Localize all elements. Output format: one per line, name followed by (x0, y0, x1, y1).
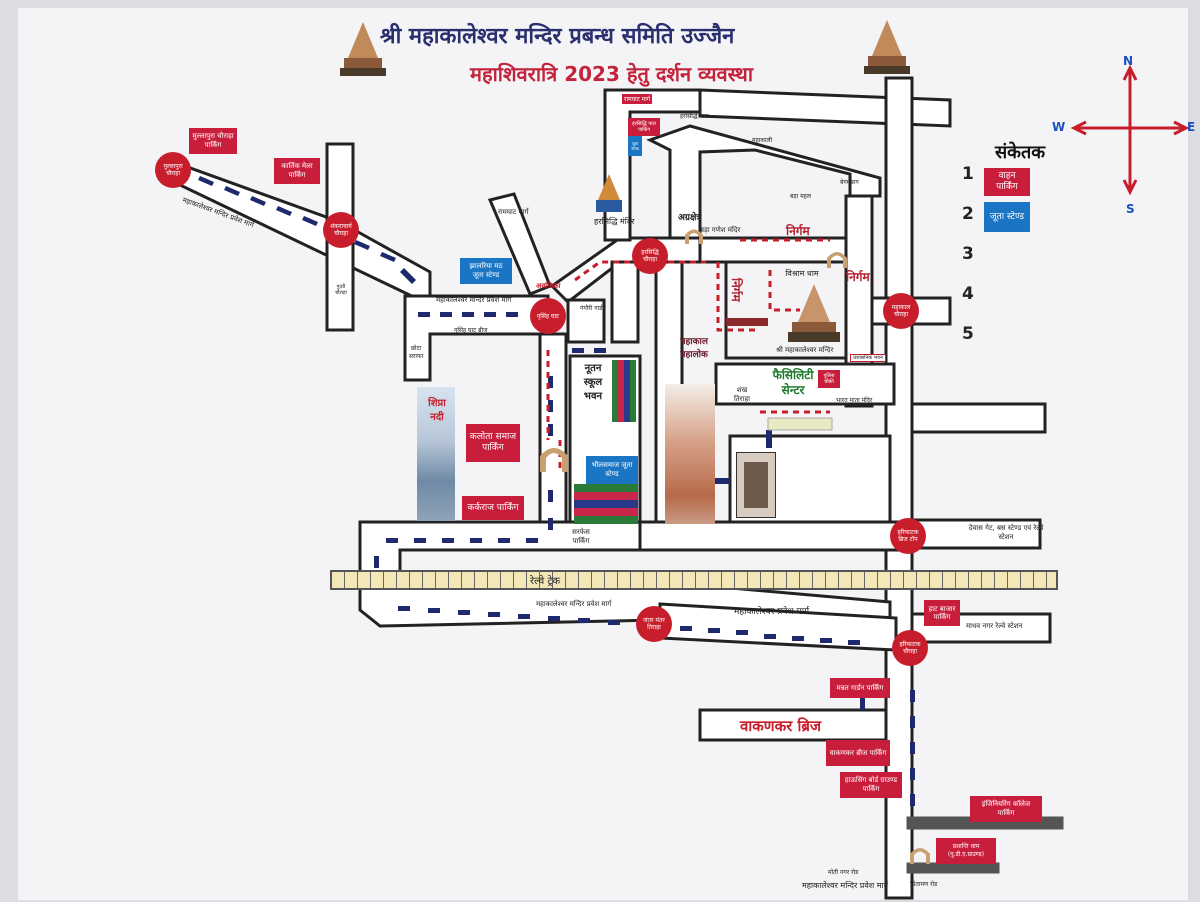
label-shankh-dwar: शंख तिराहा (733, 386, 750, 403)
legend-num-2: 2 (962, 204, 974, 224)
legend-title: संकेतक (995, 142, 1046, 163)
temple-icon-right (862, 18, 912, 80)
label-harsiddhi-pal: हरसिद्धि पाल (680, 113, 709, 120)
legend-num-4: 4 (962, 284, 974, 304)
label-ramghat-marg-top: रामघाट मार्ग (622, 94, 653, 104)
harsiddhi-temple-icon (596, 174, 622, 212)
prashanti-gate-icon (910, 848, 930, 864)
compass-arrows-icon (1070, 64, 1190, 196)
parking-mannat-garden: मन्नत गार्डन पार्किंग (830, 678, 890, 698)
stand-jhalariya-math: झालरिया मठ जूता स्टेण्ड (460, 258, 512, 284)
compass-south: S (1126, 202, 1135, 216)
label-nrusingh-bridge: नृसिंह घाट ब्रीज (454, 327, 488, 334)
compass-north: N (1123, 54, 1134, 68)
label-nirgam-3: निर्गम (729, 278, 743, 302)
label-ramghat-marg: रामघाट मार्ग (498, 208, 529, 216)
label-dewas-gate: देवास गेट, बस स्टेण्ड एवं रेल्वे स्टेशन (968, 524, 1044, 541)
shipra-river-image (417, 387, 455, 521)
legend-parking-swatch: वाहन पार्किंग (984, 168, 1030, 196)
label-pravesh-marg-1: महाकालेश्वर मन्दिर प्रवेश मार्ग (436, 296, 512, 304)
parking-kalota-samaj: कलोता समाज पार्किंग (466, 424, 520, 462)
parking-prashanti-dham: प्रशान्ति धाम (पु.डी.ए.ग्राउण्ड) (936, 838, 996, 864)
label-bharat-mata: भारत माता मंदिर (836, 397, 873, 404)
compass-east: E (1187, 120, 1196, 134)
chauraha-mullapura: मुल्लापुरा चौराहा (155, 152, 191, 188)
label-prashasnik-bhavan: प्रशासनिक भवन (850, 354, 886, 362)
vertical-stand-stripes (612, 360, 636, 422)
parking-karkraj: कर्कराज पार्किंग (462, 496, 524, 520)
parking-engineering-college: इंजिनियरिंग कॉलेज पार्किंग (970, 796, 1042, 822)
label-pravesh-marg-3: महाकालेश्वर मन्दिर प्रवेश मार्ग (536, 600, 612, 608)
label-mahakal-mahalok: महाकाल महालोक (680, 337, 708, 360)
label-gangaur-ghat: गंगौरी गार्डन (580, 305, 606, 312)
compass-west: W (1052, 120, 1066, 134)
shipra-label: शिप्रा नदी (428, 398, 446, 423)
label-pravesh-marg-5: महाकालेश्वर मन्दिर प्रवेश मार्ग (802, 881, 889, 890)
parking-wakankar-bridge: वाकणकर ब्रीज पार्किंग (826, 740, 890, 766)
railway-track (330, 570, 1058, 590)
stand-bhil-samaj: भीलसमाज जूता स्टेण्ड (586, 456, 638, 484)
legend-num-3: 3 (962, 244, 974, 264)
legend-num-5: 5 (962, 324, 974, 344)
label-agrakshetra: अग्रक्षेत्र (678, 213, 702, 223)
label-nirgam-1: निर्गम (786, 224, 810, 238)
label-chhota-sarafa: छोटा सराफा (408, 345, 424, 360)
label-bada-mahal: बड़ा महल (790, 193, 811, 200)
surface-parking-stripes (574, 484, 638, 524)
label-wakankar-bridge: वाकणकर ब्रिज (740, 717, 822, 735)
label-vishram-dham: विश्राम धाम (785, 269, 819, 278)
label-harsiddhi-mandir: हरसिद्धि मंदिर (594, 217, 635, 226)
page-title: श्री महाकालेश्वर मन्दिर प्रबन्ध समिति उज… (380, 24, 735, 49)
parking-haat-bazar: हाट बाजार पार्किंग (924, 600, 960, 626)
railway-track-label: रेल्वे ट्रेक (530, 576, 561, 587)
parking-housing-board: हाऊसिंग बोर्ड ग्राउण्ड पार्किंग (840, 772, 902, 798)
chauraha-harsiddhi: हरसिद्धि चौराहा (632, 238, 668, 274)
label-bada-ganesh: बड़ा गणेश मंदिर (700, 226, 741, 234)
label-nutan-school: नूतन स्कूल भवन (583, 363, 603, 402)
label-surface-parking: सरफेस पार्किंग (572, 528, 590, 545)
chauraha-harifatak-bridge: हरिफाटक ब्रिज टॉप (890, 518, 926, 554)
stand-small: जूता स्टेण्ड (628, 136, 642, 156)
label-police-chowki: पुलिस चौकी (818, 370, 840, 388)
label-begambagh: बेगमबाग (840, 179, 859, 186)
label-chintaman: चिंतामण रोड (910, 881, 938, 888)
label-gudri: गुदरी चौराहा (335, 284, 347, 296)
label-moti-nagar: मोती नगर रोड (828, 869, 859, 876)
chauraha-harifatak: हरिफाटक चौराहा (892, 630, 928, 666)
mahalok-tower-image (665, 384, 715, 524)
parking-harsiddhi-pal: हरसिद्धि पाल पार्किंग (628, 118, 660, 136)
label-madhav-nagar: माधव नगर रेल्वे स्टेशन (966, 622, 1023, 630)
chauraha-nrusingh-ghat: नृसिंह घाट (530, 298, 566, 334)
page-subtitle: महाशिवरात्रि 2023 हेतु दर्शन व्यवस्था (470, 62, 753, 86)
parking-mullapura: मुल्लापुरा चौराहा पार्किंग (189, 128, 237, 154)
temple-icon-left (338, 20, 388, 82)
label-mahakal-mandir: श्री महाकालेश्वर मन्दिर (776, 346, 834, 354)
legend-num-1: 1 (962, 164, 974, 184)
label-pravesh-marg-4: महाकालेश्वर प्रवेश मार्ग (734, 607, 810, 617)
legend-stand-swatch: जूता स्टेण्ड (984, 202, 1030, 232)
label-avantika: अवन्तिका (536, 282, 561, 290)
chauraha-jantar-mantar: जंतर मंतर तिराहा (636, 606, 672, 642)
gate-building-icon (736, 452, 776, 518)
chauraha-shankaracharya: शंकराचार्य चौराहा (323, 212, 359, 248)
nirgam-gate-icon (827, 252, 847, 268)
label-nirgam-2: निर्गम (846, 270, 870, 284)
mahakal-temple-icon (788, 284, 840, 342)
chauraha-mahakal: महाकाल चौराहा (883, 293, 919, 329)
agrakshetra-gate-icon (685, 229, 703, 244)
label-mahakali: महाकाली (752, 137, 773, 144)
label-facility-center: फैसिलिटी सेन्टर (772, 368, 814, 397)
parking-kartik-mela: कार्तिक मेला पार्किंग (274, 158, 320, 184)
gate-arch-icon (540, 448, 568, 472)
